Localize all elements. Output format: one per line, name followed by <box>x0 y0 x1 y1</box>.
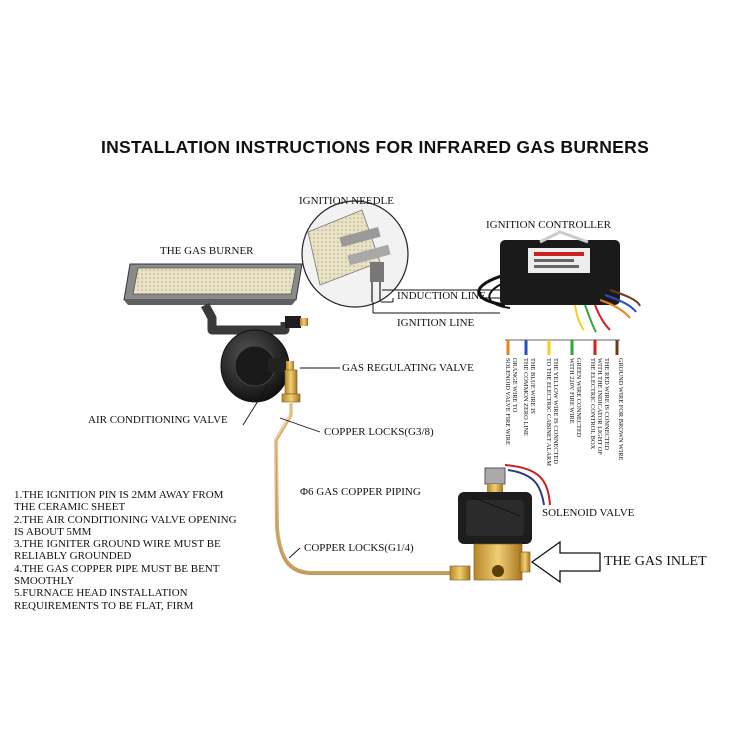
label-induction-line: INDUCTION LINE <box>397 290 486 302</box>
label-ignition-controller: IGNITION CONTROLLER <box>486 219 611 231</box>
leader-lines <box>242 367 521 559</box>
label-ignition-line: IGNITION LINE <box>397 317 475 329</box>
note-line: REQUIREMENTS TO BE FLAT, FIRM <box>14 599 194 612</box>
note-line: 2.THE AIR CONDITIONING VALVE OPENING <box>14 513 237 526</box>
diagram-title: INSTALLATION INSTRUCTIONS FOR INFRARED G… <box>100 137 650 157</box>
note-line: THE CERAMIC SHEET <box>14 501 126 514</box>
label-solenoid-valve: SOLENOID VALVE <box>542 507 635 519</box>
wire-color-ticks <box>506 340 619 355</box>
note-line: 1.THE IGNITION PIN IS 2MM AWAY FROM <box>14 489 224 501</box>
label-gas-regulating-valve: GAS REGULATING VALVE <box>342 362 474 374</box>
solenoid-valve <box>458 464 551 581</box>
label-copper-locks-g14: COPPER LOCKS(G1/4) <box>304 542 414 554</box>
label-ignition-needle: IGNITION NEEDLE <box>299 195 394 207</box>
note-line: IS ABOUT 5MM <box>14 525 92 538</box>
gas-burner <box>123 263 308 335</box>
label-gas-inlet: THE GAS INLET <box>604 554 707 569</box>
ignition-needle-closeup <box>301 200 409 308</box>
label-air-conditioning-valve: AIR CONDITIONING VALVE <box>88 414 228 426</box>
wire-text-brown: GROUND WIRE FOR BROWN WIRE <box>617 358 624 461</box>
label-gas-copper-piping: Φ6 GAS COPPER PIPING <box>300 486 421 498</box>
note-line: RELIABLY GROUNDED <box>14 550 132 563</box>
gas-regulating-valve <box>281 369 301 403</box>
air-conditioning-valve <box>220 329 294 403</box>
ignition-controller <box>477 230 620 309</box>
label-gas-burner: THE GAS BURNER <box>160 245 254 257</box>
note-line: 5.FURNACE HEAD INSTALLATION <box>14 587 188 600</box>
note-line: 4.THE GAS COPPER PIPE MUST BE BENT <box>14 562 220 575</box>
label-copper-locks-g38: COPPER LOCKS(G3/8) <box>324 426 434 438</box>
installation-notes: 1.THE IGNITION PIN IS 2MM AWAY FROM THE … <box>14 489 294 612</box>
note-line: 3.THE IGNITER GROUND WIRE MUST BE <box>14 538 221 551</box>
gas-inlet-arrow <box>530 540 601 584</box>
controller-wires <box>574 289 641 333</box>
note-line: SMOOTHLY <box>14 575 75 588</box>
